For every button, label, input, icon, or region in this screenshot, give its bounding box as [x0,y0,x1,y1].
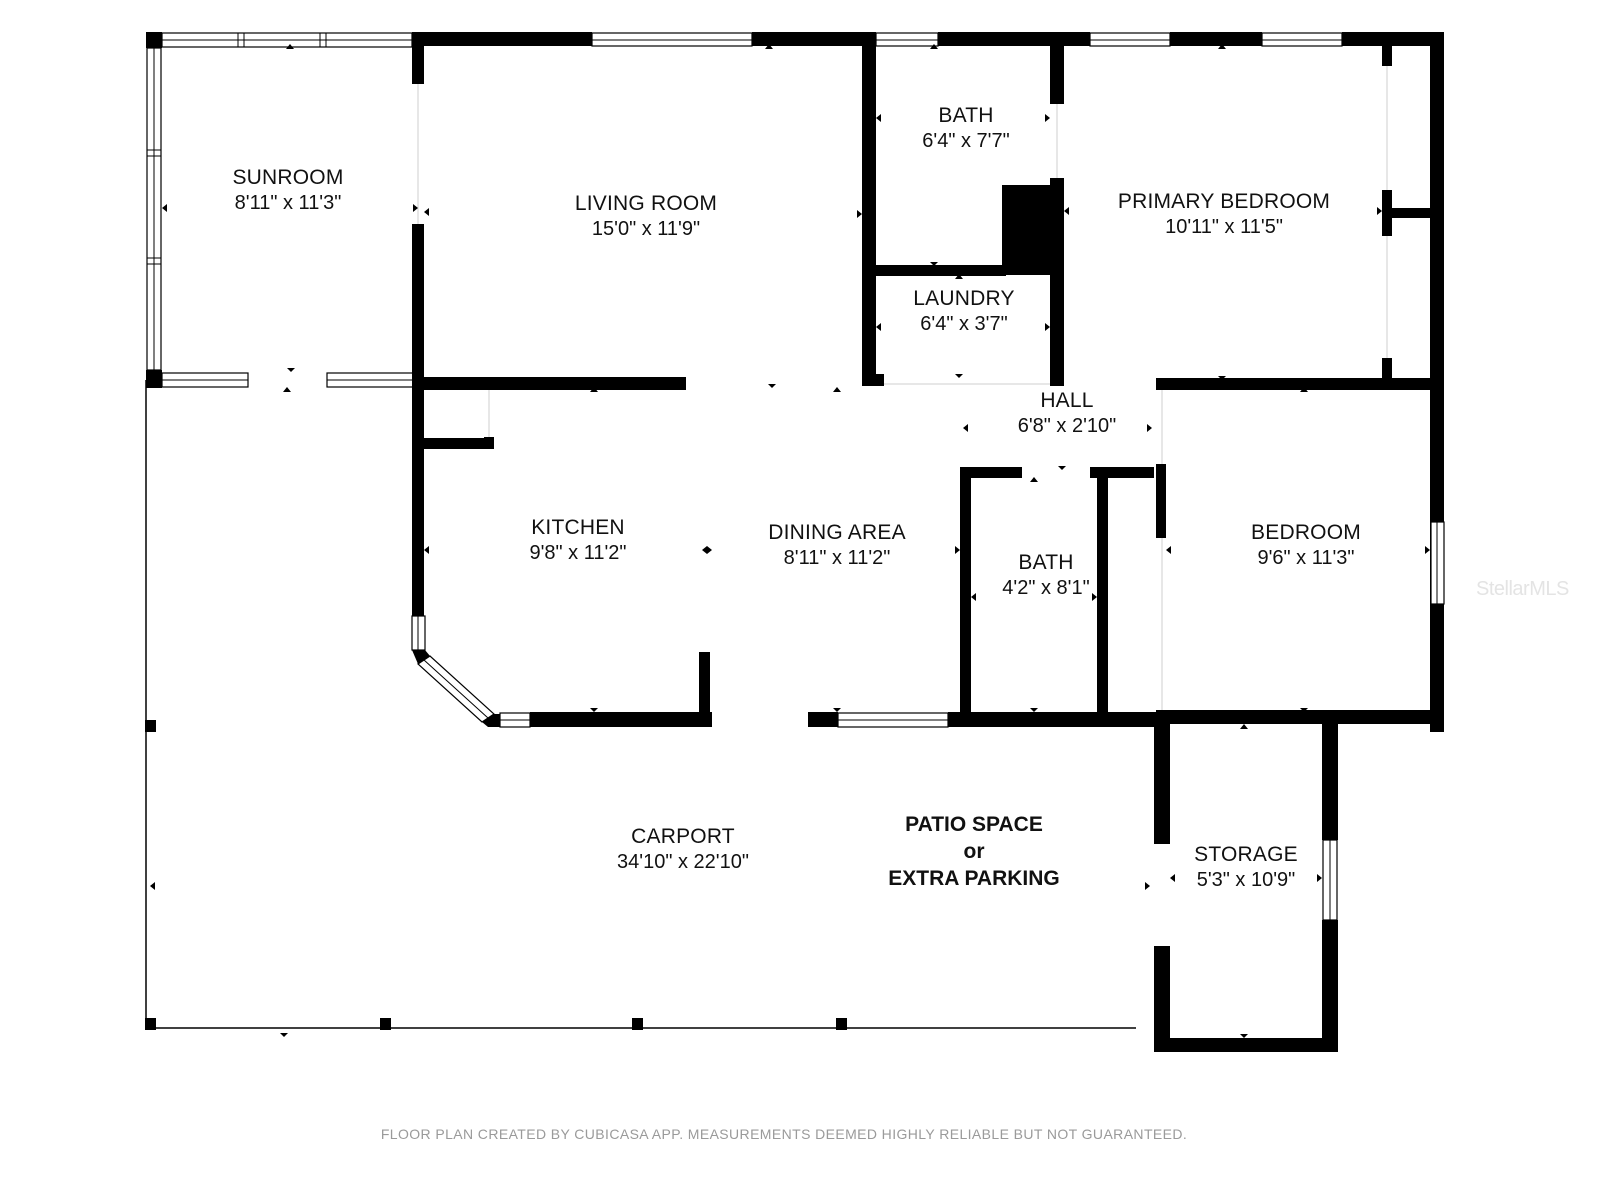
room-name: LAUNDRY [913,287,1015,310]
room-label-living-room: LIVING ROOM 15'0" x 11'9" [575,191,717,242]
room-label-sunroom: SUNROOM 8'11" x 11'3" [232,165,343,216]
bath-laundry-walls [862,32,1064,386]
kitchen-dining-walls [411,615,1158,728]
room-name: BATH [1018,551,1074,574]
patio-annotation-line1: PATIO SPACE [905,813,1043,836]
room-name: SUNROOM [232,166,344,189]
watermark: StellarMLS [1476,578,1569,600]
room-label-bath-2: BATH 4'2" x 8'1" [1002,550,1089,601]
room-label-laundry: LAUNDRY 6'4" x 3'7" [913,286,1014,337]
room-name: PRIMARY BEDROOM [1117,190,1331,213]
room-name: LIVING ROOM [574,192,718,215]
room-label-carport: CARPORT 34'10" x 22'10" [617,824,749,875]
room-label-bedroom: BEDROOM 9'6" x 11'3" [1251,520,1361,571]
patio-annotation-line2: or [963,839,985,863]
room-name: STORAGE [1194,843,1298,866]
room-label-hall: HALL 6'8" x 2'10" [1018,388,1117,439]
storage-walls [1154,710,1338,1052]
room-name: CARPORT [631,825,735,848]
room-dimensions: 10'11" x 11'5" [1165,216,1283,239]
patio-annotation: PATIO SPACE or EXTRA PARKING [888,812,1060,893]
room-dimensions: 6'4" x 7'7" [922,130,1010,153]
room-name: BEDROOM [1251,521,1361,544]
room-dimensions: 34'10" x 22'10" [617,851,749,874]
room-label-dining-area: DINING AREA 8'11" x 11'2" [768,520,906,571]
carport-outline [145,380,1136,1030]
room-name: HALL [1040,389,1094,412]
room-dimensions: 15'0" x 11'9" [591,218,701,241]
room-dimensions: 4'2" x 8'1" [1002,577,1090,600]
room-dimensions: 6'8" x 2'10" [1017,415,1117,438]
room-label-bath-1: BATH 6'4" x 7'7" [922,103,1009,154]
room-dimensions: 9'6" x 11'3" [1257,547,1355,570]
living-room-walls [412,32,874,616]
footer-disclaimer: FLOOR PLAN CREATED BY CUBICASA APP. MEAS… [380,1126,1188,1142]
room-name: DINING AREA [768,521,906,544]
room-dimensions: 6'4" x 3'7" [920,313,1008,336]
room-name: BATH [938,104,994,127]
room-label-primary-bedroom: PRIMARY BEDROOM 10'11" x 11'5" [1118,189,1330,240]
patio-annotation-line3: EXTRA PARKING [888,866,1060,890]
room-dimensions: 8'11" x 11'2" [783,547,891,570]
room-name: KITCHEN [531,516,625,539]
dimension-markers [150,44,1430,1038]
room-dimensions: 5'3" x 10'9" [1196,869,1296,892]
room-dimensions: 8'11" x 11'3" [234,192,342,215]
room-dimensions: 9'8" x 11'2" [529,542,627,565]
room-label-storage: STORAGE 5'3" x 10'9" [1194,842,1298,893]
primary-bedroom-walls [1058,32,1444,732]
sunroom-walls [146,32,424,388]
room-label-kitchen: KITCHEN 9'8" x 11'2" [529,515,626,566]
